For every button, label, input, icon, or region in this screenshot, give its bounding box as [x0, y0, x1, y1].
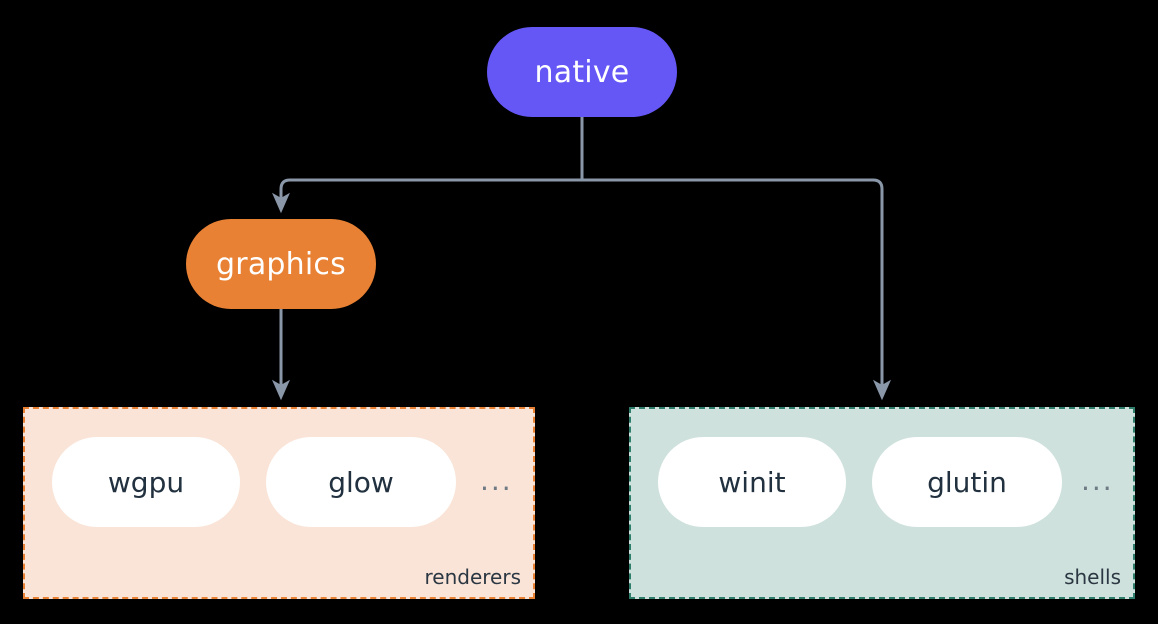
leaf-winit-label: winit: [718, 465, 786, 499]
node-graphics-label: graphics: [216, 246, 346, 282]
connector-native-to-graphics: [272, 178, 582, 214]
renderers-more-ellipsis: ...: [480, 464, 513, 497]
connector-native-to-shells: [582, 178, 891, 401]
leaf-glutin-label: glutin: [927, 465, 1007, 499]
leaf-glutin[interactable]: glutin: [872, 437, 1062, 527]
group-shells: winit glutin ... shells: [629, 407, 1135, 599]
node-native[interactable]: native: [487, 27, 677, 117]
group-renderers-label: renderers: [424, 565, 522, 589]
node-native-label: native: [534, 54, 630, 90]
leaf-wgpu-label: wgpu: [107, 465, 185, 499]
leaf-glow-label: glow: [328, 465, 394, 499]
leaf-glow[interactable]: glow: [266, 437, 456, 527]
leaf-winit[interactable]: winit: [658, 437, 846, 527]
leaf-wgpu[interactable]: wgpu: [52, 437, 240, 527]
group-renderers: wgpu glow ... renderers: [23, 407, 535, 599]
node-graphics[interactable]: graphics: [186, 219, 376, 309]
shells-more-ellipsis: ...: [1081, 464, 1114, 497]
group-shells-label: shells: [1064, 565, 1121, 589]
